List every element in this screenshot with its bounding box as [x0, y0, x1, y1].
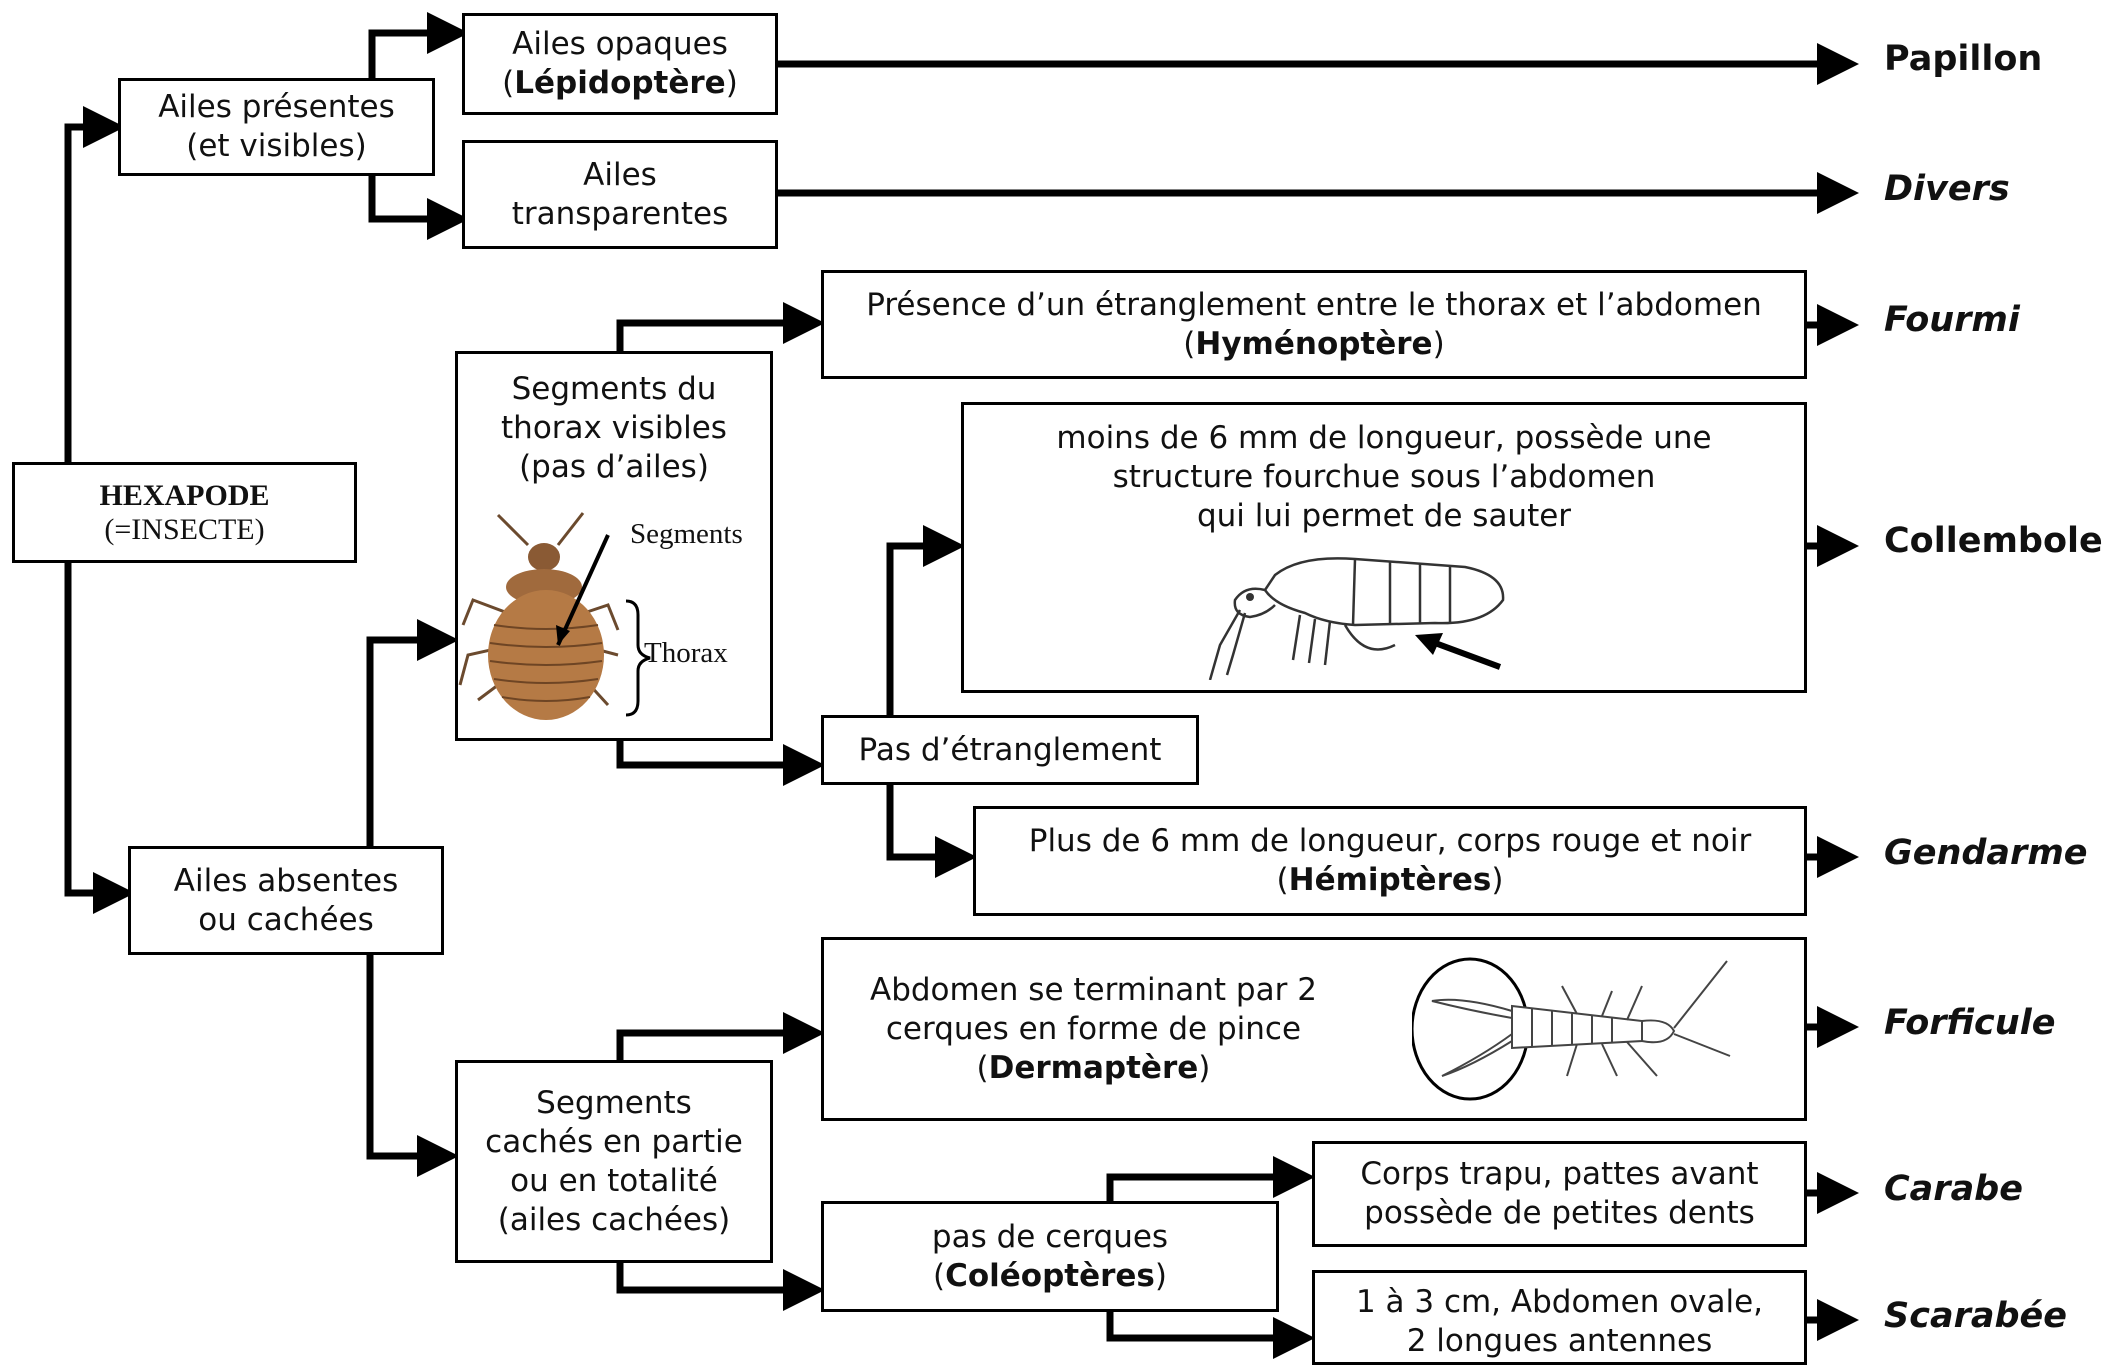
springtail-node: moins de 6 mm de longueur, possède une s… — [961, 402, 1807, 693]
transparent-line2: transparentes — [511, 195, 729, 232]
label-thorax: Thorax — [644, 637, 728, 669]
cerci-line1: Abdomen se terminant par 2 — [870, 971, 1317, 1008]
result-scarabee: Scarabée — [1884, 1296, 2067, 1336]
no-cerci-node: pas de cerques (Coléoptères) — [821, 1201, 1279, 1312]
thorax-visible-line3: (pas d’ailes) — [519, 449, 709, 485]
hidden-segments-node: Segments cachés en partie ou en totalité… — [455, 1060, 773, 1263]
opaque-wings-node: Ailes opaques (Lépidoptère) — [462, 13, 778, 115]
bedbug-illustration — [458, 512, 651, 720]
result-divers: Divers — [1884, 169, 2010, 209]
hidden-line3: ou en totalité — [510, 1162, 718, 1199]
thorax-visible-line2: thorax visibles — [501, 410, 727, 446]
wings-absent-node: Ailes absentes ou cachées — [128, 846, 444, 955]
result-collembole: Collembole — [1884, 521, 2103, 561]
result-carabe: Carabe — [1884, 1169, 2023, 1209]
wings-present-node: Ailes présentes (et visibles) — [118, 78, 435, 176]
result-forficule: Forficule — [1884, 1003, 2056, 1043]
stocky-line1: Corps trapu, pattes avant — [1360, 1156, 1759, 1192]
root-subtitle: (=INSECTE) — [104, 512, 265, 546]
opaque-line1: Ailes opaques — [512, 26, 728, 62]
wings-absent-line1: Ailes absentes — [173, 862, 399, 899]
wings-present-line2: (et visibles) — [186, 128, 367, 164]
no-cerci-order-line: (Coléoptères) — [932, 1257, 1167, 1294]
cerci-order: Dermaptère — [988, 1049, 1199, 1086]
constriction-line1: Présence d’un étranglement entre le thor… — [866, 286, 1762, 323]
oval-node: 1 à 3 cm, Abdomen ovale, 2 longues anten… — [1312, 1270, 1807, 1365]
root-title: HEXAPODE — [99, 478, 270, 512]
oval-line2: 2 longues antennes — [1406, 1323, 1713, 1359]
transparent-line1: Ailes — [583, 156, 657, 193]
no-cerci-order: Coléoptères — [945, 1257, 1155, 1294]
hidden-line1: Segments — [536, 1084, 692, 1121]
no-constriction-node: Pas d’étranglement — [821, 715, 1199, 785]
springtail-illustration — [1208, 557, 1505, 680]
constriction-order: Hyménoptère — [1195, 325, 1433, 362]
result-fourmi: Fourmi — [1884, 300, 2020, 340]
transparent-wings-node: Ailes transparentes — [462, 140, 778, 249]
wings-absent-line2: ou cachées — [198, 901, 374, 938]
springtail-line3: qui lui permet de sauter — [1196, 498, 1572, 534]
red-black-node: Plus de 6 mm de longueur, corps rouge et… — [973, 806, 1807, 916]
constriction-order-line: (Hyménoptère) — [1183, 325, 1445, 362]
root-node: HEXAPODE (=INSECTE) — [12, 462, 357, 563]
no-cerci-line1: pas de cerques — [931, 1218, 1169, 1255]
stocky-node: Corps trapu, pattes avant possède de pet… — [1312, 1141, 1807, 1247]
thorax-visible-line1: Segments du — [511, 371, 717, 407]
red-black-line1: Plus de 6 mm de longueur, corps rouge et… — [1028, 823, 1752, 859]
constriction-node: Présence d’un étranglement entre le thor… — [821, 270, 1807, 379]
red-black-order: Hémiptères — [1288, 862, 1492, 898]
no-constriction-line1: Pas d’étranglement — [858, 731, 1162, 768]
cerci-text: Abdomen se terminant par 2 cerques en fo… — [870, 971, 1317, 1088]
wings-present-line1: Ailes présentes — [158, 89, 395, 125]
oval-line1: 1 à 3 cm, Abdomen ovale, — [1355, 1284, 1764, 1320]
springtail-line2: structure fourchue sous l’abdomen — [1112, 459, 1656, 495]
result-papillon: Papillon — [1884, 39, 2043, 79]
cerci-line2: cerques en forme de pince — [885, 1010, 1302, 1047]
hidden-line2: cachés en partie — [485, 1123, 743, 1160]
red-black-order-line: (Hémiptères) — [1276, 862, 1504, 898]
cerci-order-line: (Dermaptère) — [976, 1049, 1211, 1086]
opaque-order: Lépidoptère — [514, 65, 726, 101]
earwig-illustration — [1412, 957, 1731, 1101]
label-segments: Segments — [630, 518, 743, 550]
hidden-line4: (ailes cachées) — [497, 1201, 731, 1238]
springtail-line1: moins de 6 mm de longueur, possède une — [1056, 420, 1712, 456]
opaque-order-line: (Lépidoptère) — [502, 65, 738, 101]
result-gendarme: Gendarme — [1884, 833, 2088, 873]
stocky-line2: possède de petites dents — [1364, 1195, 1755, 1231]
